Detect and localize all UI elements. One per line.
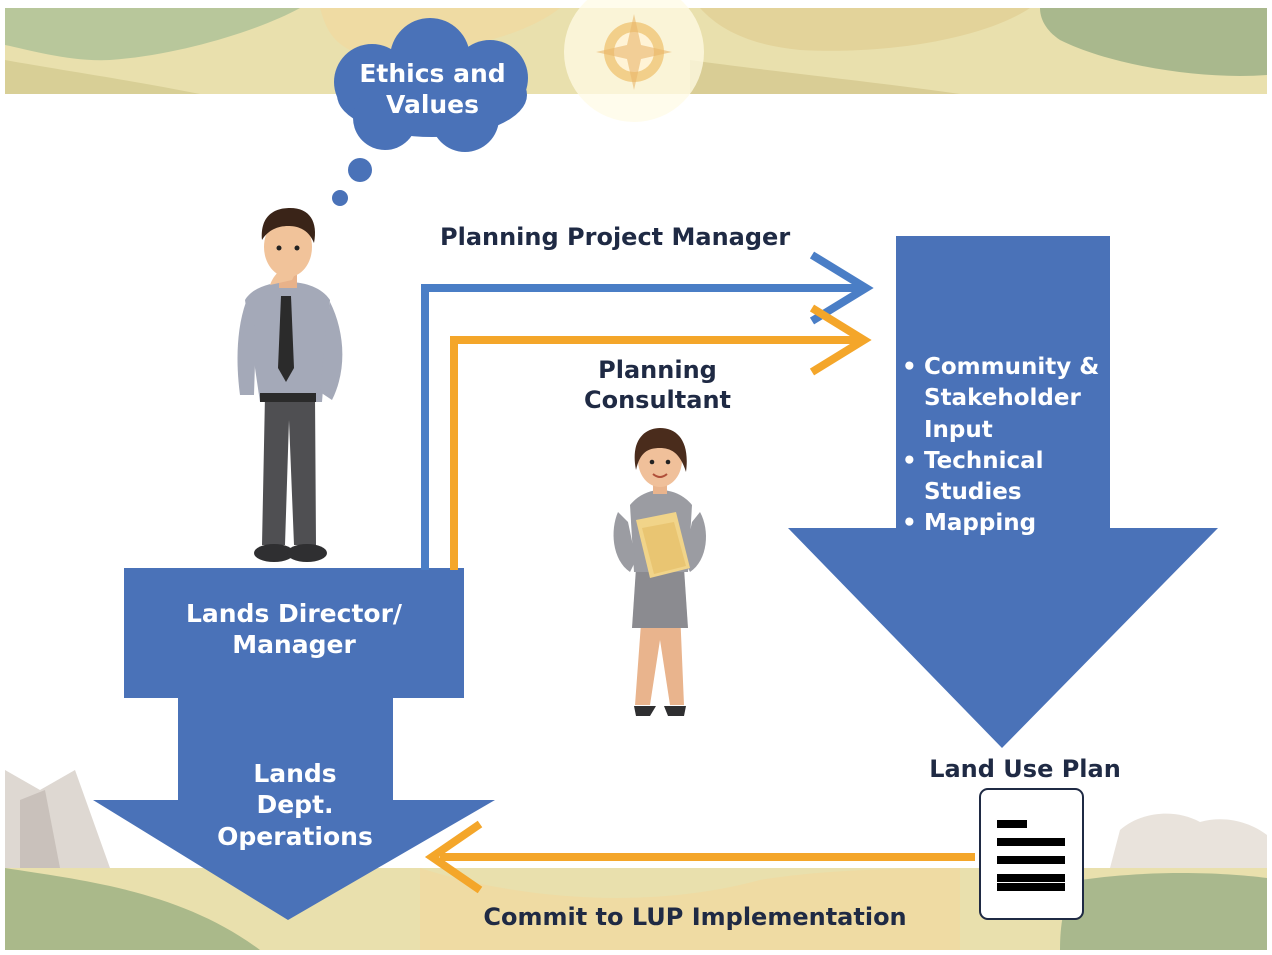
orange-flow-line — [450, 336, 858, 570]
compass-sun-icon — [564, 0, 704, 122]
planning-consultant-figure — [613, 428, 706, 716]
process-item: Community & Stakeholder Input — [902, 352, 1117, 446]
director-box — [124, 568, 464, 698]
commit-label: Commit to LUP Implementation — [483, 903, 907, 931]
process-item: Technical Studies — [902, 446, 1117, 509]
process-items-list: Community & Stakeholder Input Technical … — [902, 352, 1117, 540]
operations-arrow-label: Lands Dept. Operations — [217, 759, 373, 851]
land-use-plan-document-icon — [979, 788, 1084, 920]
process-item: Mapping — [902, 508, 1117, 540]
lands-director-figure — [237, 208, 343, 562]
thought-cloud-label: Ethics and Values — [359, 59, 506, 120]
director-box-label: Lands Director/ Manager — [185, 599, 403, 660]
thought-cloud — [332, 18, 528, 206]
planning-project-manager-label: Planning Project Manager — [440, 223, 791, 251]
planning-consultant-label: Planning Consultant — [583, 356, 731, 414]
operations-down-arrow — [93, 695, 495, 920]
blue-arrowhead — [809, 251, 874, 325]
commit-arrowhead — [424, 820, 483, 894]
land-use-plan-label: Land Use Plan — [929, 755, 1121, 783]
orange-arrowhead — [809, 304, 872, 376]
blue-flow-line — [421, 284, 860, 570]
